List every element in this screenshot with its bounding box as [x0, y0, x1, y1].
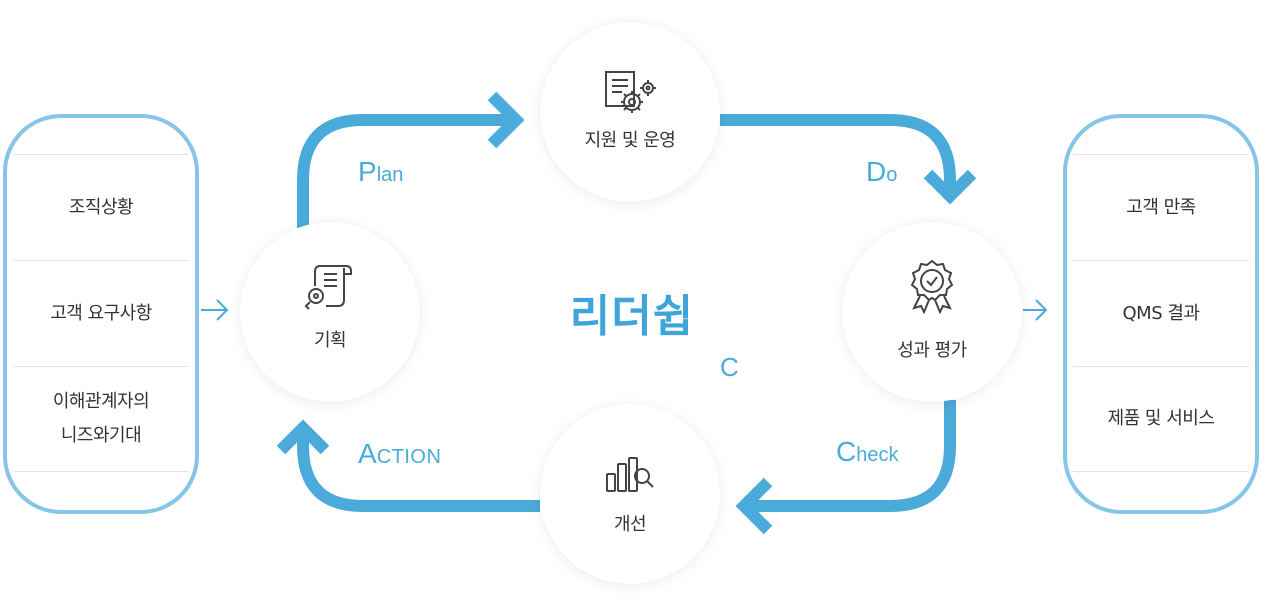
award-badge-icon	[910, 259, 954, 314]
phase-action-initial: A	[358, 438, 377, 469]
node-evaluation-label: 성과 평가	[897, 340, 967, 361]
input-item-organization-context: 조직상황	[13, 154, 189, 260]
node-improvement: 개선	[540, 404, 720, 584]
plan-arrow	[297, 114, 518, 228]
output-item-products-services: 제품 및 서비스	[1073, 366, 1249, 472]
output-item-qms-results: QMS 결과	[1073, 260, 1249, 366]
output-arrow-icon	[1023, 299, 1048, 321]
node-improvement-label: 개선	[613, 514, 647, 535]
node-support-operation: 지원 및 운영	[540, 22, 720, 202]
input-item-customer-requirements: 고객 요구사항	[13, 260, 189, 366]
action-arrowhead	[276, 419, 330, 455]
center-title: 리더쉽	[569, 291, 695, 342]
phase-label-check: Check	[836, 436, 898, 468]
phase-plan-initial: P	[358, 156, 377, 187]
check-arrow	[744, 400, 956, 512]
phase-do-initial: D	[866, 156, 887, 187]
center-sub-letter: C	[720, 352, 739, 382]
phase-plan-rest: lan	[376, 164, 404, 186]
phase-check-initial: C	[836, 436, 857, 467]
inputs-panel: 조직상황 고객 요구사항 이해관계자의 니즈와기대	[3, 114, 199, 514]
phase-do-rest: o	[886, 164, 898, 186]
outputs-panel: 고객 만족 QMS 결과 제품 및 서비스	[1063, 114, 1259, 514]
scroll-key-icon	[304, 265, 352, 310]
check-arrowhead	[735, 477, 773, 535]
document-gear-icon	[605, 71, 656, 113]
input-arrow-icon	[201, 299, 229, 321]
phase-label-do: Do	[866, 156, 897, 188]
output-item-customer-satisfaction: 고객 만족	[1073, 154, 1249, 260]
input-item-stakeholder-needs: 이해관계자의 니즈와기대	[13, 366, 189, 472]
do-arrowhead	[923, 169, 977, 205]
phase-label-plan: Plan	[358, 156, 403, 188]
plan-arrowhead	[487, 91, 525, 149]
bar-chart-magnifier-icon	[606, 457, 654, 492]
node-support-label: 지원 및 운영	[584, 130, 676, 151]
node-plan: 기획	[240, 222, 420, 402]
node-performance-evaluation: 성과 평가	[842, 222, 1022, 402]
phase-label-action: ACTION	[358, 438, 441, 470]
node-plan-label: 기획	[313, 330, 347, 351]
action-arrow	[297, 428, 540, 512]
phase-action-rest: CTION	[376, 446, 442, 468]
do-arrow	[720, 114, 956, 198]
phase-check-rest: heck	[856, 444, 899, 466]
